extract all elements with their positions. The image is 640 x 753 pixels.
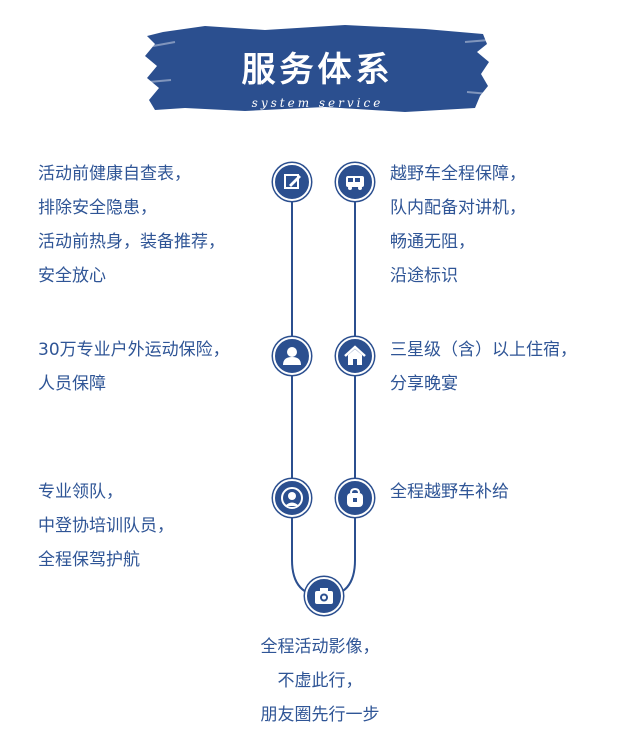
- edit-icon: [273, 163, 311, 201]
- left-item-3: 专业领队， 中登协培训队员， 全程保驾护航: [38, 475, 174, 577]
- van-icon: [336, 163, 374, 201]
- left-item-1-line: 活动前热身，装备推荐，: [38, 232, 225, 252]
- right-item-1-line: 畅通无阻，: [390, 232, 475, 252]
- title-banner: 服务体系 system service: [145, 22, 490, 114]
- bottom-item-line: 朋友圈先行一步: [260, 705, 380, 725]
- right-item-3-line: 全程越野车补给: [390, 482, 509, 502]
- left-item-1-line: 排除安全隐患，: [38, 198, 157, 218]
- leader-icon: [273, 479, 311, 517]
- left-item-1-line: 安全放心: [38, 266, 106, 286]
- left-item-1: 活动前健康自查表， 排除安全隐患， 活动前热身，装备推荐， 安全放心: [38, 157, 225, 293]
- left-item-2-line: 30万专业户外运动保险，: [38, 340, 230, 360]
- home-icon: [336, 337, 374, 375]
- right-item-2-line: 三星级（含）以上住宿，: [390, 340, 577, 360]
- backpack-icon: [336, 479, 374, 517]
- bottom-item-line: 全程活动影像，: [260, 637, 380, 657]
- brush-stroke-background: [145, 25, 490, 112]
- left-item-2-line: 人员保障: [38, 374, 106, 394]
- left-item-3-line: 中登协培训队员，: [38, 516, 174, 536]
- right-item-3: 全程越野车补给: [390, 475, 509, 509]
- left-item-1-line: 活动前健康自查表，: [38, 164, 191, 184]
- banner-title: 服务体系: [241, 50, 394, 90]
- camera-icon: [305, 577, 343, 615]
- bottom-item: 全程活动影像， 不虚此行， 朋友圈先行一步: [0, 630, 640, 732]
- left-item-2: 30万专业户外运动保险， 人员保障: [38, 333, 230, 401]
- right-item-2-line: 分享晚宴: [390, 374, 458, 394]
- right-item-1-line: 越野车全程保障，: [390, 164, 526, 184]
- bottom-item-line: 不虚此行，: [277, 671, 363, 691]
- left-item-3-line: 专业领队，: [38, 482, 123, 502]
- right-item-1-line: 沿途标识: [390, 266, 458, 286]
- right-item-2: 三星级（含）以上住宿， 分享晚宴: [390, 333, 577, 401]
- banner-subtitle: system service: [251, 96, 384, 110]
- person-icon: [273, 337, 311, 375]
- right-item-1-line: 队内配备对讲机，: [390, 198, 526, 218]
- right-item-1: 越野车全程保障， 队内配备对讲机， 畅通无阻， 沿途标识: [390, 157, 526, 293]
- left-item-3-line: 全程保驾护航: [38, 550, 140, 570]
